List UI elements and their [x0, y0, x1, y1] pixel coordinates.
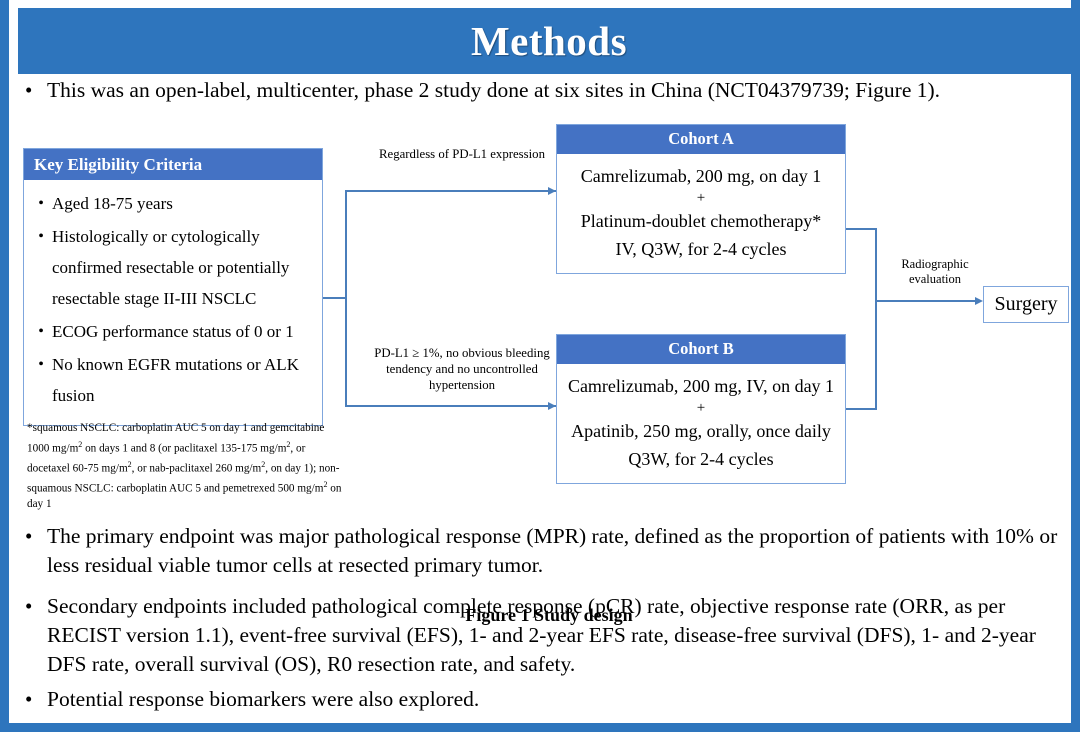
study-design-figure: Key Eligibility Criteria • Aged 18-75 ye… — [9, 118, 1071, 625]
bullet-glyph: • — [38, 195, 44, 212]
connector-from-cohort-b — [846, 408, 877, 410]
bullet-glyph: • — [25, 687, 33, 711]
bullet-glyph: • — [25, 594, 33, 618]
list-item: • Aged 18-75 years — [30, 188, 316, 219]
cohort-a-box: Cohort A Camrelizumab, 200 mg, on day 1 … — [556, 124, 846, 274]
list-item: • No known EGFR mutations or ALK fusion — [30, 349, 316, 411]
list-item: • ECOG performance status of 0 or 1 — [30, 316, 316, 347]
cohort-a-plus: + — [696, 190, 706, 206]
surgery-box: Surgery — [983, 286, 1069, 323]
eligibility-header: Key Eligibility Criteria — [24, 149, 322, 180]
biomarker-text: Potential response biomarkers were also … — [47, 687, 480, 711]
endpoint-bullet-row: • The primary endpoint was major patholo… — [25, 522, 1065, 580]
cohort-b-line-1: Camrelizumab, 200 mg, IV, on day 1 — [567, 376, 835, 396]
cohort-a-line-1: Camrelizumab, 200 mg, on day 1 — [580, 166, 822, 186]
connector-merge-vertical — [875, 228, 877, 410]
cohort-a-line-3: IV, Q3W, for 2-4 cycles — [615, 239, 787, 259]
bullet-glyph: • — [38, 356, 44, 373]
branch-label-cohort-a: Regardless of PD-L1 expression — [379, 147, 545, 161]
list-item-label: No known EGFR mutations or ALK fusion — [52, 355, 299, 405]
eligibility-list: • Aged 18-75 years • Histologically or c… — [24, 180, 322, 425]
arrowhead-cohort-a-icon — [548, 186, 556, 195]
endpoint-bullet-row: • Potential response biomarkers were als… — [25, 685, 1065, 714]
connector-to-cohort-b — [345, 405, 556, 407]
cohort-b-body: Camrelizumab, 200 mg, IV, on day 1 + Apa… — [557, 364, 845, 483]
list-item: • Histologically or cytologically confir… — [30, 221, 316, 314]
connector-stem-horizontal — [323, 297, 347, 299]
cohort-a-body: Camrelizumab, 200 mg, on day 1 + Platinu… — [557, 154, 845, 273]
intro-bullet-text: This was an open-label, multicenter, pha… — [47, 78, 941, 102]
list-item-label: ECOG performance status of 0 or 1 — [52, 322, 294, 341]
chemo-regimen-footnote: *squamous NSCLC: carboplatin AUC 5 on da… — [27, 422, 342, 511]
arrowhead-surgery-icon — [975, 296, 983, 305]
bullet-glyph: • — [38, 323, 44, 340]
intro-bullet-row: • This was an open-label, multicenter, p… — [25, 76, 1065, 105]
cohort-b-box: Cohort B Camrelizumab, 200 mg, IV, on da… — [556, 334, 846, 484]
figure-caption: Figure 1 Study design — [465, 605, 633, 625]
branch-label-cohort-b: PD-L1 ≥ 1%, no obvious bleeding tendency… — [374, 346, 550, 392]
list-item-label: Histologically or cytologically confirme… — [52, 227, 290, 308]
bullet-glyph: • — [25, 524, 33, 548]
connector-to-cohort-a — [345, 190, 556, 192]
cohort-b-line-2: Apatinib, 250 mg, orally, once daily — [571, 421, 831, 441]
secondary-endpoint-text: Secondary endpoints included pathologica… — [47, 594, 1036, 676]
eligibility-criteria-box: Key Eligibility Criteria • Aged 18-75 ye… — [23, 148, 323, 426]
page-title: Methods — [470, 17, 628, 64]
connector-to-surgery — [875, 300, 977, 302]
cohort-b-line-3: Q3W, for 2-4 cycles — [628, 449, 774, 469]
cohort-a-line-2: Platinum-doublet chemotherapy* — [580, 211, 822, 231]
connector-stem-vertical — [345, 190, 347, 406]
surgery-label: Surgery — [994, 293, 1058, 315]
connector-from-cohort-a — [846, 228, 877, 230]
radiographic-evaluation-label: Radiographic evaluation — [901, 257, 969, 286]
cohort-a-header: Cohort A — [557, 125, 845, 154]
primary-endpoint-text: The primary endpoint was major pathologi… — [47, 524, 1058, 577]
arrowhead-cohort-b-icon — [548, 401, 556, 410]
bullet-glyph: • — [25, 78, 33, 102]
list-item-label: Aged 18-75 years — [52, 194, 173, 213]
endpoint-bullet-row: • Secondary endpoints included pathologi… — [25, 592, 1065, 679]
cohort-b-header: Cohort B — [557, 335, 845, 364]
cohort-b-plus: + — [696, 400, 706, 416]
slide-title-band: Methods — [18, 8, 1071, 74]
bullet-glyph: • — [38, 228, 44, 245]
